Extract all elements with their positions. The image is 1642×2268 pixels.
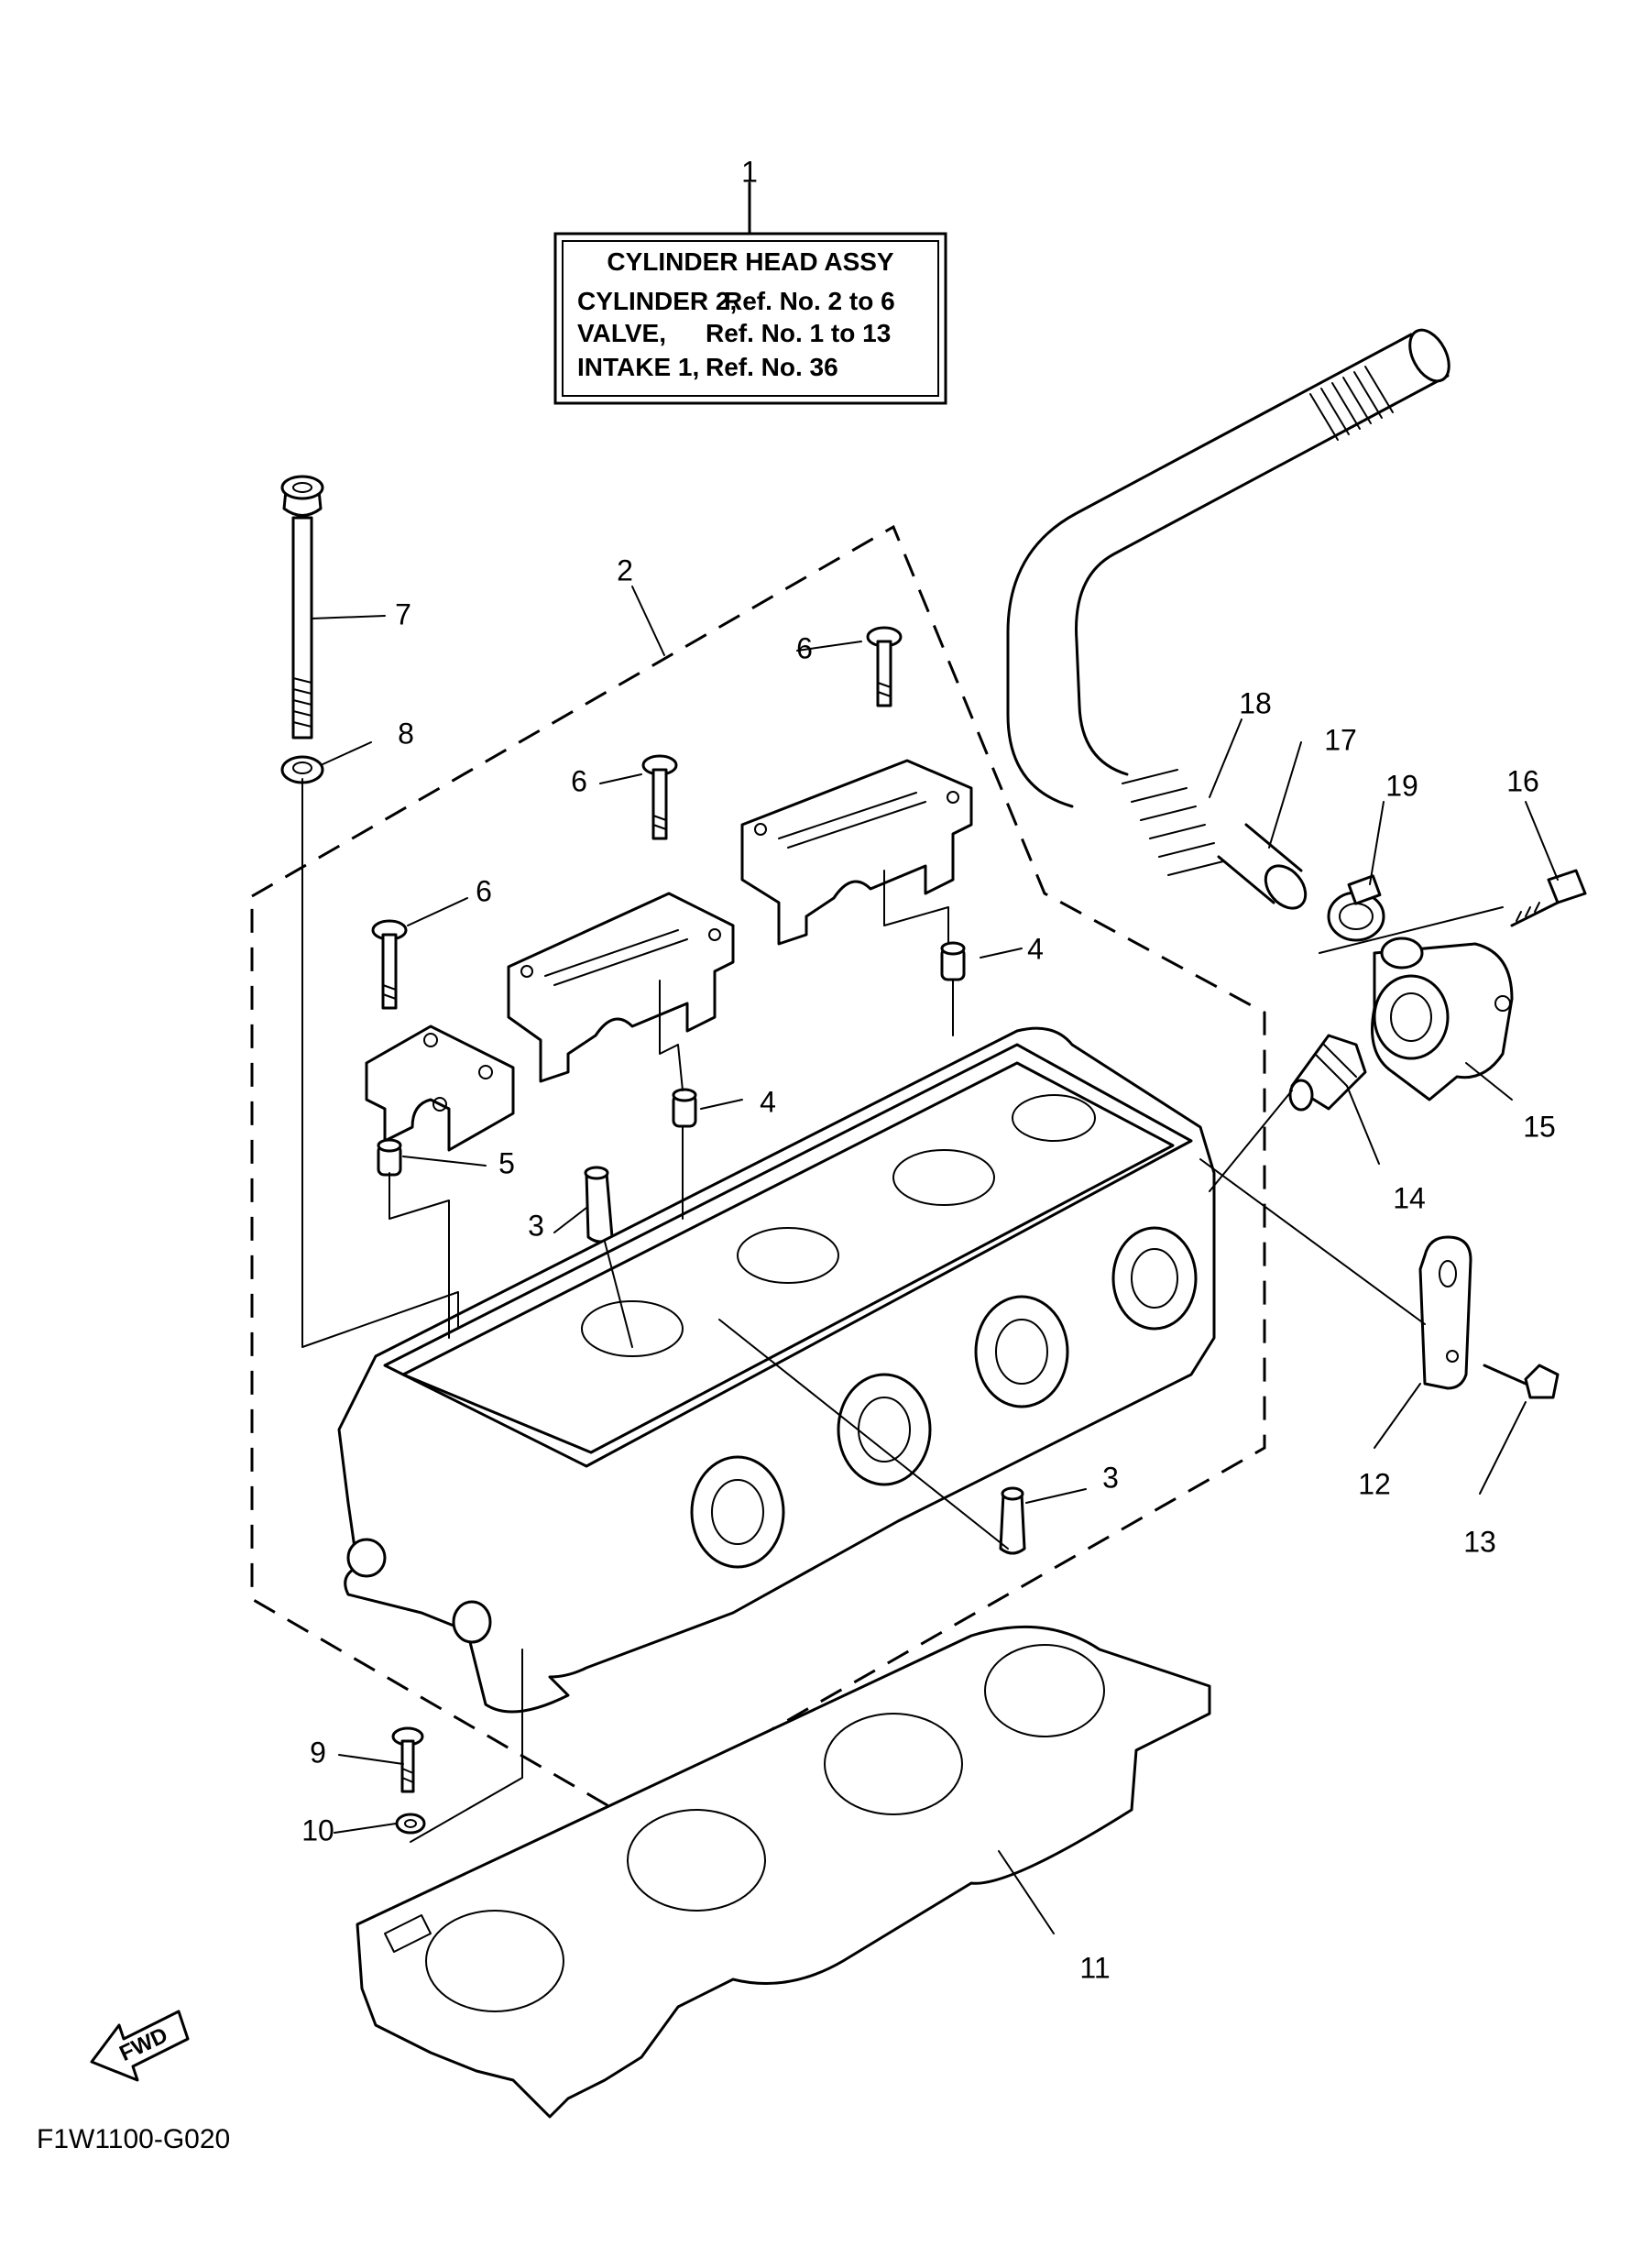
breather-hose [1006, 328, 1450, 910]
callouts: 1 2 3 3 4 4 5 6 6 6 7 8 9 10 11 12 13 14… [301, 155, 1556, 1984]
diagram-code: F1W1100-G020 [37, 2124, 231, 2154]
cap-bolt-middle [641, 754, 678, 840]
callout-7: 7 [395, 597, 411, 630]
housing-bolt [1510, 869, 1587, 927]
head-gasket [356, 1625, 1211, 2119]
callout-14: 14 [1393, 1181, 1426, 1214]
callout-19: 19 [1385, 769, 1418, 802]
callout-4-lower: 4 [760, 1085, 776, 1118]
callout-3-lower: 3 [1102, 1461, 1119, 1494]
cap-bolt-rear [866, 626, 903, 707]
callout-3-upper: 3 [528, 1209, 544, 1242]
small-bolt [391, 1726, 424, 1793]
valve-guide-upper [584, 1166, 614, 1244]
callout-6-front: 6 [476, 874, 492, 907]
camshaft-cap-rear [740, 759, 973, 946]
exhaust-ports [690, 1226, 1198, 1569]
camshaft-cap-front [365, 1024, 515, 1152]
thermostat-housing [1371, 937, 1514, 1101]
head-bolt-long [280, 475, 324, 740]
callout-18: 18 [1239, 686, 1272, 719]
bracket-bolt [1483, 1364, 1560, 1399]
combustion-chambers [581, 1094, 1096, 1357]
small-washer [395, 1813, 426, 1835]
hose-corrugation-lower [1122, 769, 1224, 876]
hose-corrugation-upper [1309, 366, 1394, 441]
callout-4-upper: 4 [1027, 932, 1044, 965]
callout-16: 16 [1506, 764, 1539, 797]
cap-bolt-front [371, 919, 408, 1010]
valve-guide-lower [999, 1486, 1026, 1555]
dowel-pin-rear [940, 941, 966, 981]
mounting-bracket [1418, 1235, 1472, 1390]
leader-lines [301, 586, 1559, 1934]
label-box-line1-right: Ref. No. 2 to 6 [724, 287, 895, 315]
label-box-title: CYLINDER HEAD ASSY [607, 247, 894, 276]
callout-17: 17 [1324, 723, 1357, 756]
label-box-line3-right: Ref. No. 36 [706, 353, 838, 381]
temperature-sensor [1288, 1034, 1367, 1112]
callout-6-middle: 6 [571, 764, 587, 797]
callout-5: 5 [498, 1146, 515, 1179]
cylinder-head [337, 1026, 1216, 1714]
water-outlets [346, 1538, 492, 1644]
hose-clamp [1327, 874, 1385, 942]
dowel-pin-middle [672, 1088, 697, 1128]
label-box-line1-left: CYLINDER 2, [577, 287, 737, 315]
label-box-line2-left: VALVE, [577, 319, 666, 347]
callout-15: 15 [1523, 1110, 1556, 1143]
callout-8: 8 [398, 717, 414, 750]
forward-arrow: FWD [90, 2010, 190, 2082]
callout-1: 1 [741, 155, 758, 188]
callout-9: 9 [310, 1736, 326, 1769]
dowel-pin-front [377, 1138, 402, 1177]
callout-13: 13 [1463, 1525, 1496, 1558]
callout-12: 12 [1358, 1467, 1391, 1500]
label-box: CYLINDER HEAD ASSY CYLINDER 2, Ref. No. … [553, 181, 947, 405]
callout-6-rear: 6 [796, 631, 813, 664]
callout-10: 10 [301, 1813, 334, 1846]
label-box-line3-left: INTAKE 1, [577, 353, 699, 381]
label-box-line2-right: Ref. No. 1 to 13 [706, 319, 891, 347]
camshaft-cap-middle [507, 892, 735, 1083]
callout-2: 2 [617, 553, 633, 586]
callout-11: 11 [1079, 1951, 1110, 1984]
